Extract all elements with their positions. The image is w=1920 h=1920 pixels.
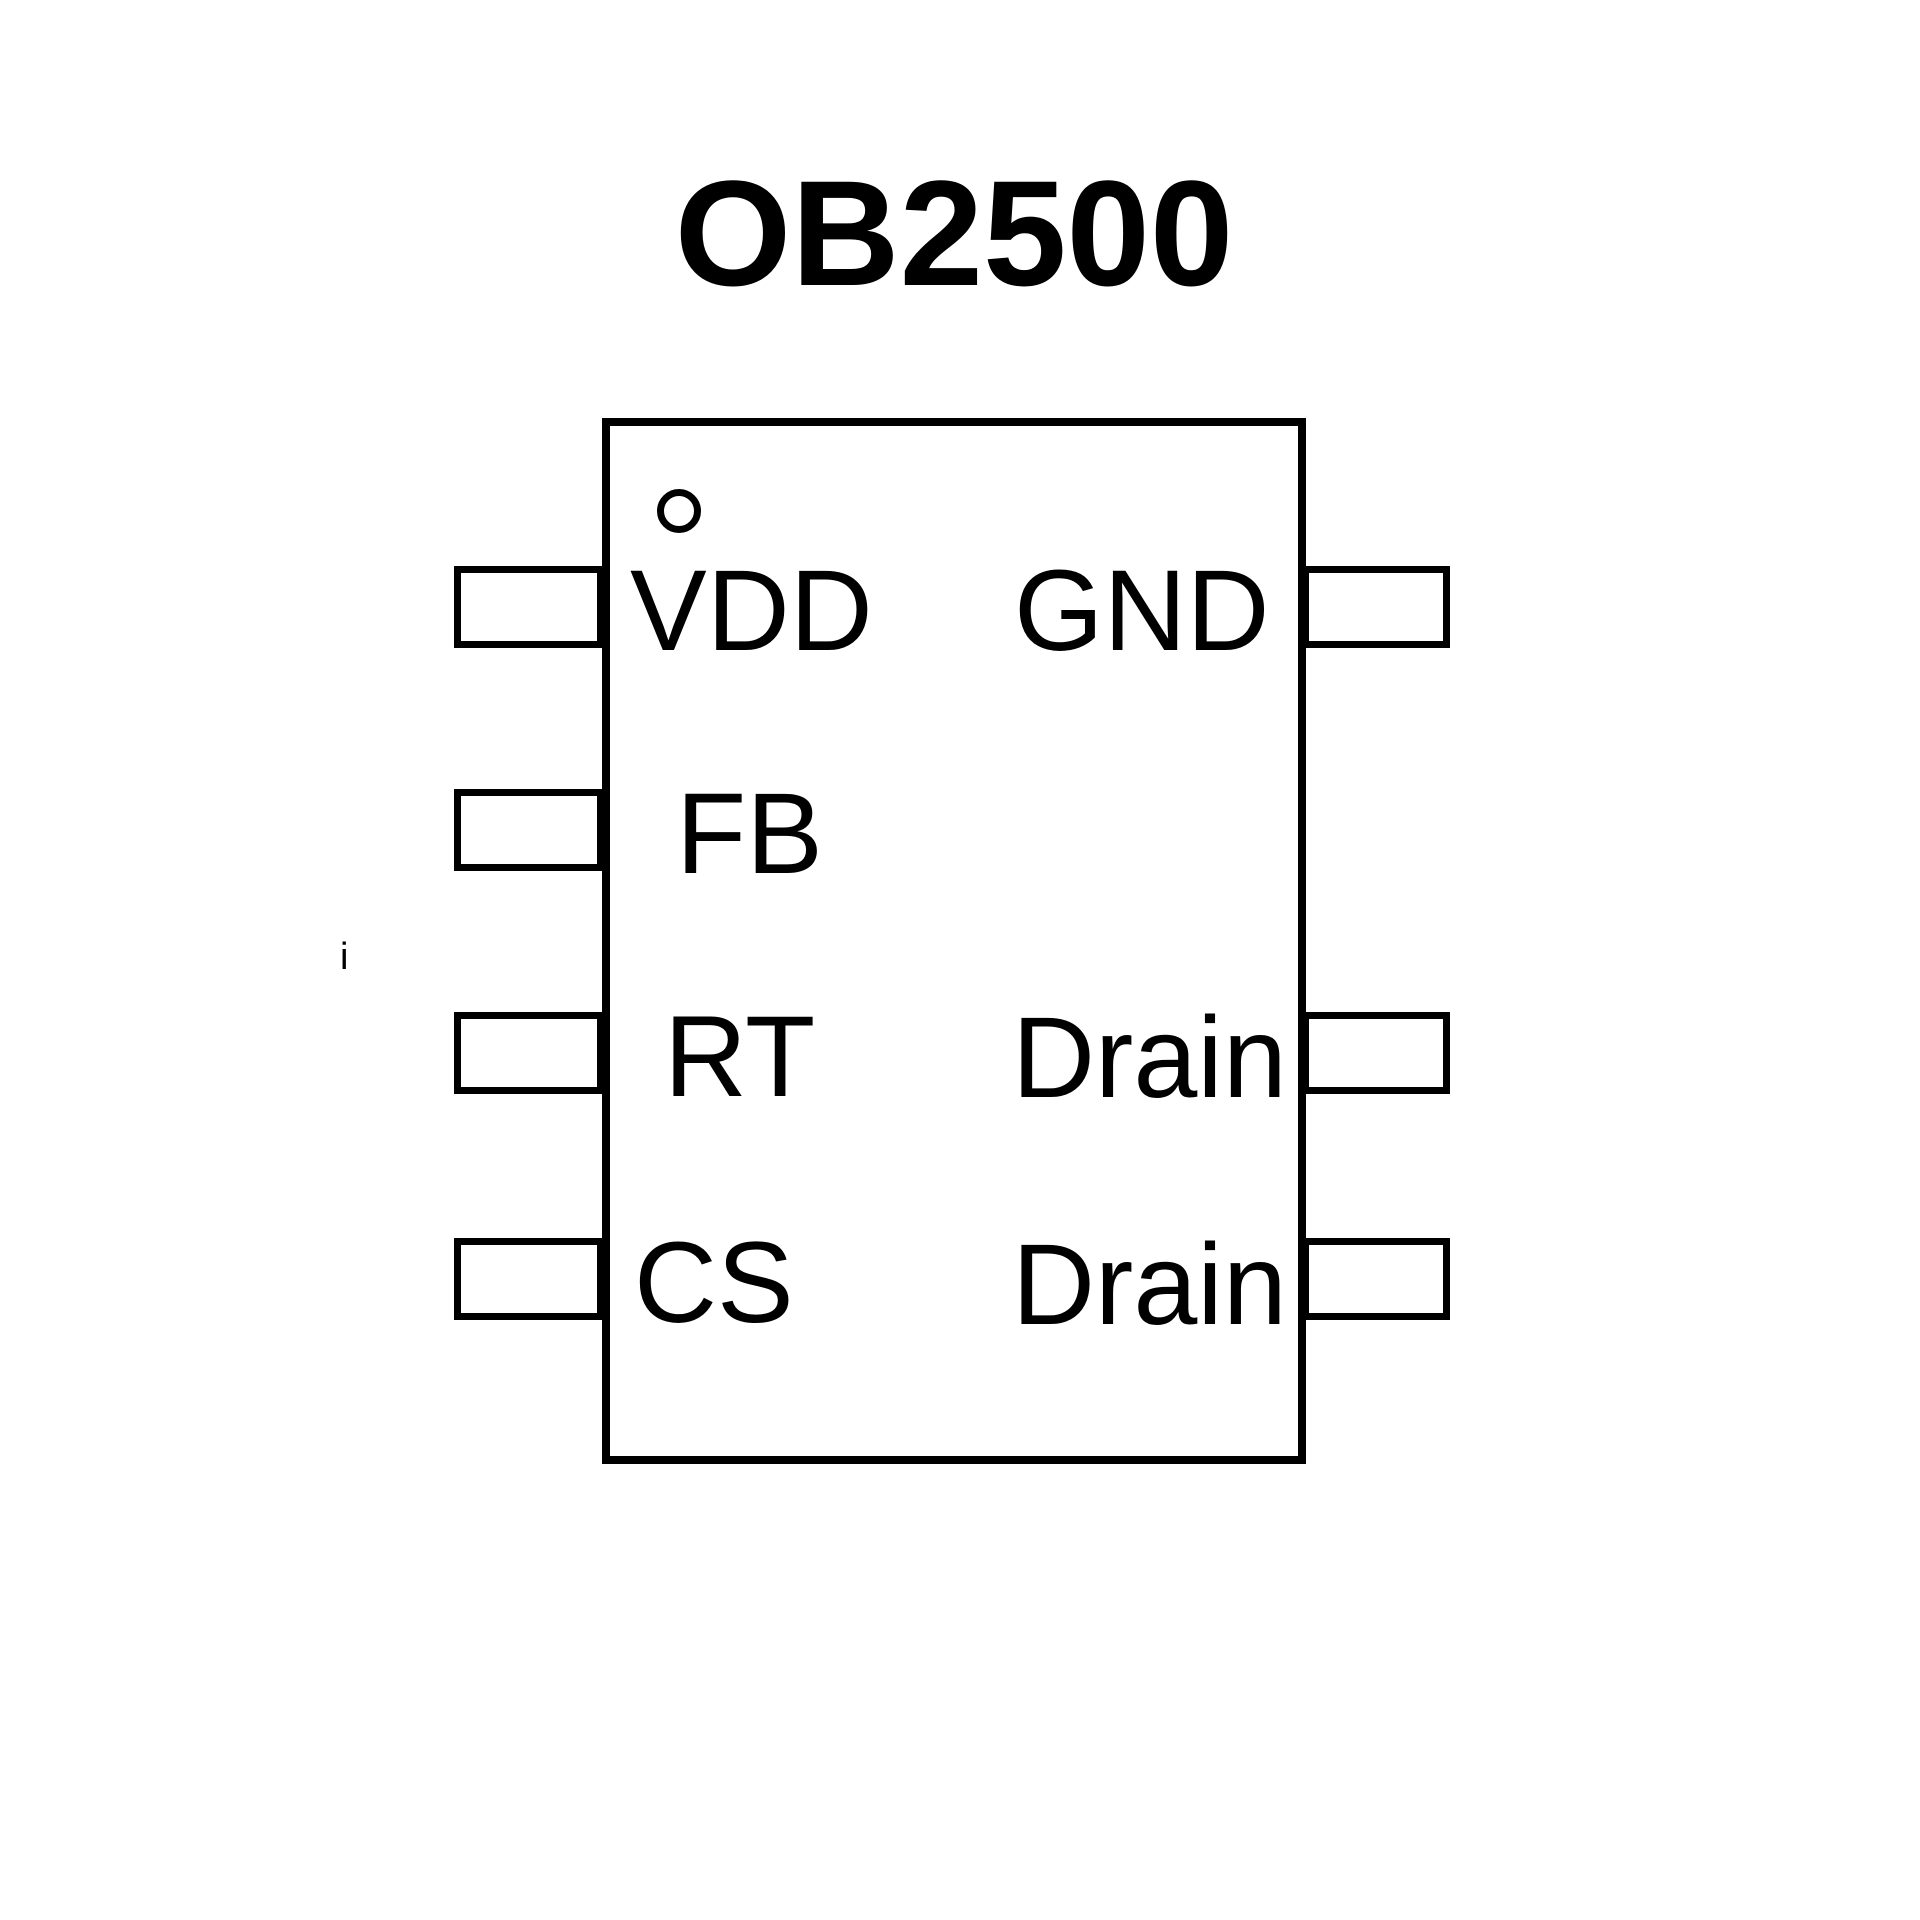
left-pin-pad-4	[454, 1238, 604, 1320]
chip-body	[602, 418, 1306, 1464]
right-pin-pad-3	[1302, 1238, 1450, 1320]
left-pin-pad-3	[454, 1012, 604, 1094]
pin-label-drain-lower: Drain	[1012, 1221, 1287, 1349]
pin-label-drain-upper: Drain	[1012, 994, 1287, 1122]
pin-label-cs: CS	[634, 1219, 794, 1347]
left-pin-pad-2	[454, 789, 604, 871]
page-title: OB2500	[674, 149, 1234, 317]
left-pin-pad-1	[454, 566, 604, 648]
right-pin-pad-1	[1302, 566, 1450, 648]
pin-label-rt: RT	[664, 993, 816, 1121]
pin1-indicator-icon	[657, 489, 701, 533]
pin-label-vdd: VDD	[630, 547, 873, 675]
pin-label-gnd: GND	[1014, 547, 1270, 675]
right-pin-pad-2	[1302, 1012, 1450, 1094]
pin-label-fb: FB	[676, 770, 823, 898]
stray-ink-mark: i	[340, 936, 349, 978]
